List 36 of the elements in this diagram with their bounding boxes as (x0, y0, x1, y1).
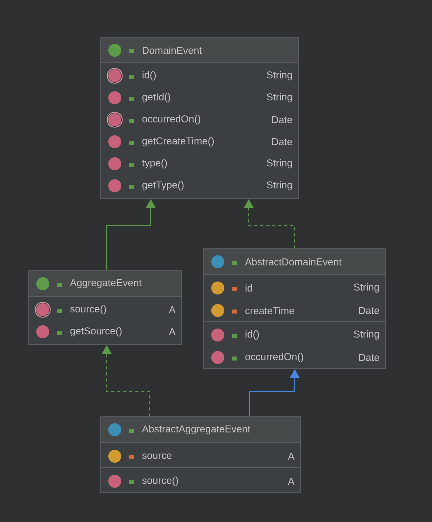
node-label: Date (359, 307, 380, 314)
class-box: AbstractAggregateEvent source A source() A (100, 416, 302, 494)
node-label: type() (142, 159, 168, 169)
class-box: AggregateEvent source() A getSource() A (28, 270, 182, 346)
node-label: A (288, 478, 295, 485)
node-label: A (288, 453, 295, 460)
node-label: getCreateTime() (142, 137, 214, 147)
class-box: DomainEvent id() String getId() String occurredOn() Date getCreateTime() Date type() String getType() String (100, 38, 300, 200)
node-label: source (142, 454, 172, 460)
node-label: getType() (142, 181, 184, 191)
node-label: String (267, 71, 292, 81)
node-label: String (354, 330, 380, 340)
node-label: source() (142, 476, 178, 486)
node-label: getId() (142, 93, 170, 103)
node-label: createTime (246, 307, 294, 314)
node-label: AggregateEvent (70, 280, 142, 288)
node-label: A (169, 306, 176, 314)
node-label: Date (272, 116, 292, 124)
node-label: id() (246, 330, 260, 340)
node-label: String (267, 93, 292, 103)
node-label: occurredOn() (142, 115, 200, 125)
node-label: String (267, 181, 292, 191)
node-label: id() (142, 71, 156, 81)
node-label: AbstractDomainEvent (245, 258, 342, 266)
node-label: DomainEvent (143, 46, 202, 54)
node-label: AbstractAggregateEvent (142, 425, 251, 435)
node-label: Date (272, 138, 292, 146)
node-label: String (354, 284, 380, 293)
class-box: AbstractDomainEvent id String createTime Date id() String occurredOn() Date (204, 248, 386, 370)
node-label: Date (359, 354, 380, 362)
node-label: String (267, 159, 292, 169)
node-label: getSource() (70, 327, 122, 337)
node-label: occurredOn() (246, 353, 304, 362)
node-label: id (246, 284, 252, 292)
node-label: source() (70, 305, 106, 315)
node-label: A (169, 328, 176, 336)
